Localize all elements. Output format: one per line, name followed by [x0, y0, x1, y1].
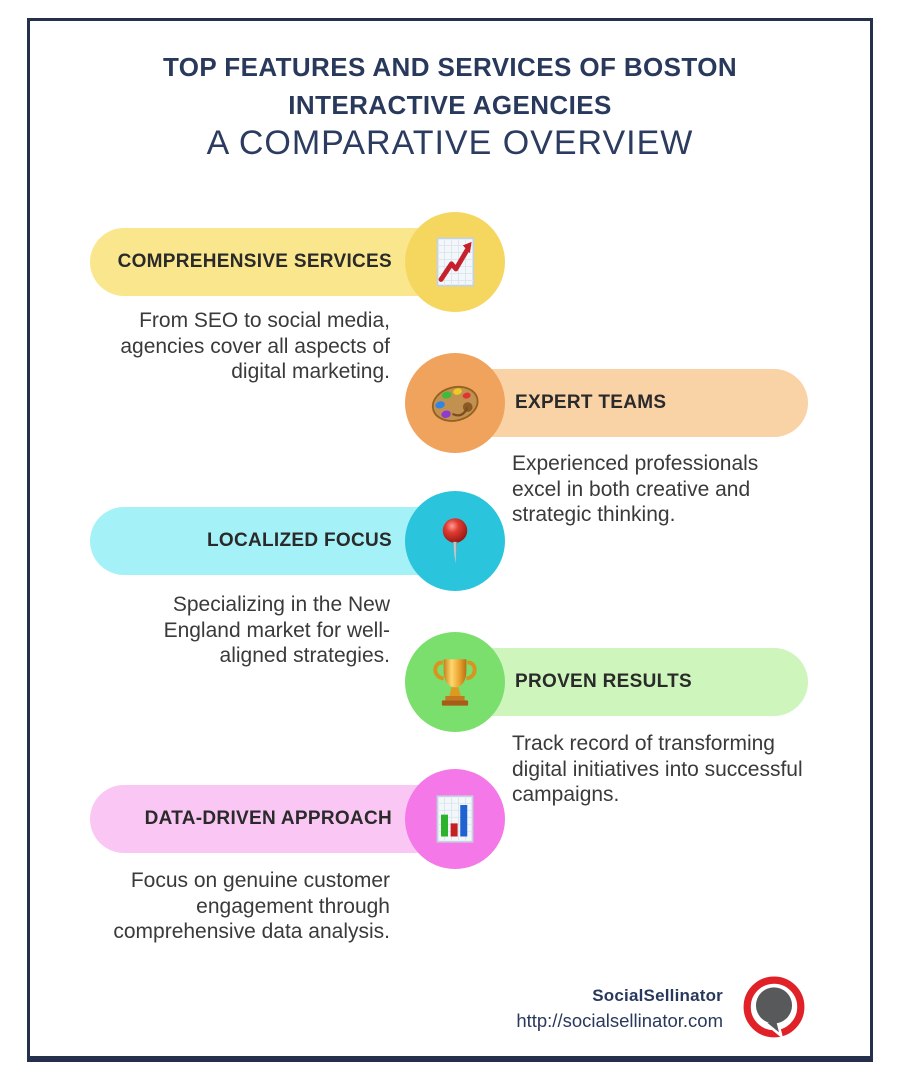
feature-icon-circle — [405, 769, 505, 869]
feature-label: EXPERT TEAMS — [515, 392, 667, 413]
round-pushpin-icon — [442, 518, 468, 564]
speech-bubble-logo — [741, 976, 807, 1042]
feature-icon-circle — [405, 353, 505, 453]
footer: SocialSellinator http://socialsellinator… — [516, 986, 723, 1032]
logo-icon — [743, 976, 805, 1038]
trophy-icon — [433, 659, 477, 706]
feature-description: Focus on genuine customer engagement thr… — [113, 869, 390, 943]
feature-description: Experienced professionals excel in both … — [512, 452, 759, 526]
page-subtitle: A COMPARATIVE OVERVIEW — [206, 124, 694, 162]
feature-label: PROVEN RESULTS — [515, 671, 692, 692]
footer-brand: SocialSellinator — [592, 986, 723, 1005]
feature-pill: DATA-DRIVEN APPROACH — [90, 785, 462, 853]
page-title: TOP FEATURES AND SERVICES OF BOSTON INTE… — [0, 48, 900, 124]
feature-description: Specializing in the New England market f… — [163, 593, 390, 667]
feature-icon-circle — [405, 212, 505, 312]
feature-label: DATA-DRIVEN APPROACH — [144, 808, 392, 829]
feature-pill: COMPREHENSIVE SERVICES — [90, 228, 462, 296]
feature-pill: LOCALIZED FOCUS — [90, 507, 462, 575]
feature-description: From SEO to social media, agencies cover… — [120, 309, 390, 383]
page-title-line2: INTERACTIVE AGENCIES — [288, 90, 612, 120]
feature-label: COMPREHENSIVE SERVICES — [117, 251, 392, 272]
page-title-line1: TOP FEATURES AND SERVICES OF BOSTON — [162, 52, 738, 82]
chart-increasing-icon — [436, 237, 475, 287]
bar-chart-icon — [436, 795, 474, 843]
feature-label: LOCALIZED FOCUS — [207, 530, 392, 551]
feature-icon-circle — [405, 632, 505, 732]
footer-url: http://socialsellinator.com — [516, 1010, 723, 1031]
artist-palette-icon — [431, 385, 479, 422]
feature-icon-circle — [405, 491, 505, 591]
feature-description: Track record of transforming digital ini… — [512, 732, 803, 806]
